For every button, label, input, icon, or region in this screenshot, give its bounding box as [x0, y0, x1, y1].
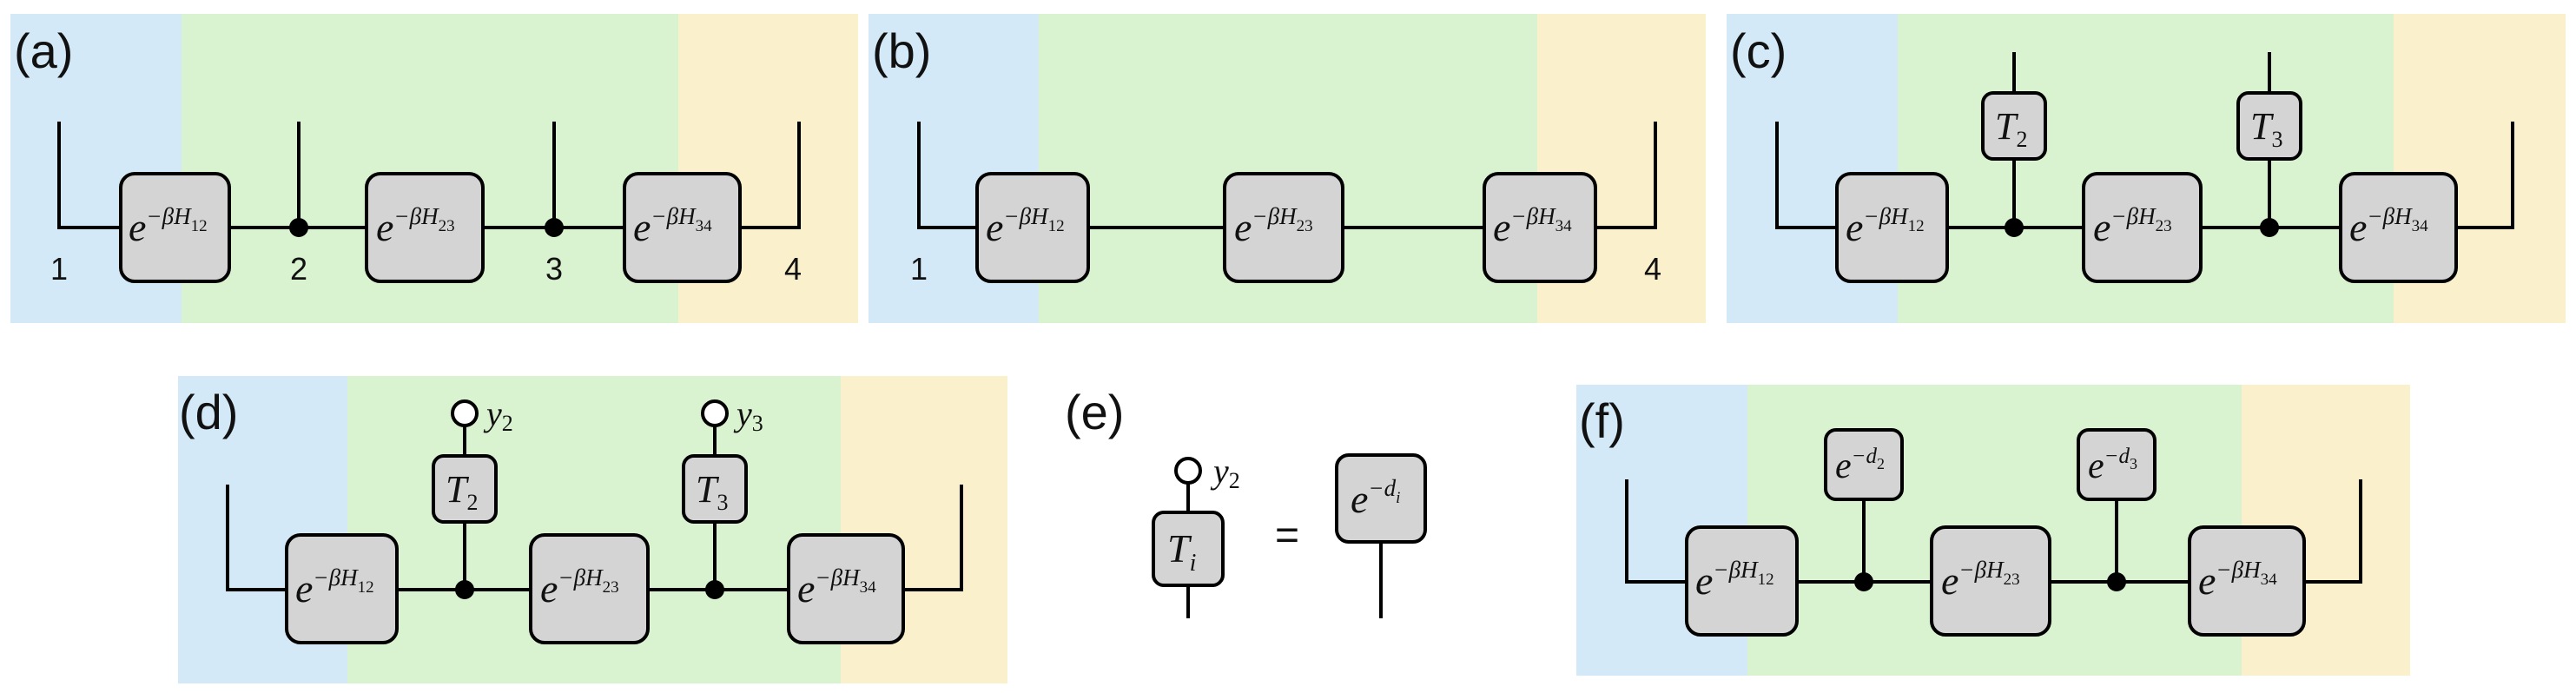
gate-h34: e−βH34: [2188, 525, 2306, 637]
observation-label: y2: [1210, 452, 1240, 493]
svg-text:e−βH23: e−βH23: [1234, 203, 1313, 249]
site-2-vertex: [1854, 572, 1873, 591]
observation-2-label: y2: [483, 394, 513, 436]
panel-c: (c) T2 T3 e−βH12 e−βH23 e−βH34: [1727, 14, 2566, 323]
panel-label: (a): [14, 23, 73, 78]
svg-text:e−βH12: e−βH12: [1695, 557, 1774, 603]
observation-3-node: [701, 399, 729, 427]
gate-h12: e−βH12: [285, 533, 399, 644]
svg-text:e−βH34: e−βH34: [633, 203, 712, 249]
site-3-vertex: [545, 218, 564, 237]
vertex-box-d3: e−d3: [2077, 428, 2157, 501]
gate-h12: e−βH12: [119, 172, 231, 283]
panel-label: (b): [872, 23, 931, 78]
site-2-vertex: [289, 218, 308, 237]
svg-text:e−βH34: e−βH34: [2349, 203, 2428, 249]
gate-h23: e−βH23: [1223, 172, 1344, 283]
svg-text:e−βH12: e−βH12: [295, 564, 374, 610]
svg-text:e−βH34: e−βH34: [797, 564, 876, 610]
panel-label: (c): [1730, 23, 1787, 78]
site-3-vertex: [2260, 218, 2279, 237]
site-2-vertex: [2005, 218, 2024, 237]
site-number: 4: [1644, 251, 1661, 287]
svg-text:e−βH23: e−βH23: [1941, 557, 2020, 603]
observation-3-label: y3: [733, 394, 763, 436]
tensor-t2: T2: [432, 454, 498, 524]
svg-text:e−d3: e−d3: [2088, 445, 2137, 486]
svg-text:e−βH12: e−βH12: [1846, 203, 1925, 249]
svg-text:T3: T3: [2250, 105, 2282, 152]
site-3-vertex: [2107, 572, 2126, 591]
panel-a: (a) e−βH12 e−βH23 e−βH34 1 2 3 4: [10, 14, 858, 323]
gate-h12: e−βH12: [1835, 172, 1949, 283]
svg-text:T2: T2: [446, 468, 478, 515]
observation-node: [1174, 457, 1202, 485]
gate-h23: e−βH23: [1930, 525, 2051, 637]
tensor-t3: T3: [2236, 91, 2302, 161]
svg-text:e−d2: e−d2: [1835, 445, 1885, 486]
site-number: 1: [910, 251, 928, 287]
vertex-box-d2: e−d2: [1824, 428, 1904, 501]
svg-text:T2: T2: [1995, 105, 2027, 152]
observation-2-node: [451, 399, 479, 427]
panel-label: (e): [1065, 385, 1124, 439]
panel-f: (f) e−d2 e−d3 e−βH12 e−βH23 e−βH34: [1576, 385, 2410, 676]
panel-e: (e) y2 Ti = e−di: [1065, 385, 1427, 618]
svg-text:e−βH23: e−βH23: [376, 203, 455, 249]
gate-h12: e−βH12: [1685, 525, 1799, 637]
gate-h12: e−βH12: [975, 172, 1090, 283]
tensor-t3: T3: [682, 454, 748, 524]
site-number: 2: [290, 251, 307, 287]
svg-text:Ti: Ti: [1167, 526, 1196, 577]
panel-d: (d) y2 y3 T2 T3 e−βH12 e−βH23 e−βH34: [178, 376, 1007, 683]
gate-h23: e−βH23: [365, 172, 485, 283]
site-2-vertex: [455, 580, 474, 599]
svg-text:e−βH34: e−βH34: [2198, 557, 2277, 603]
result-box: e−di: [1335, 453, 1427, 544]
equals-sign: =: [1275, 512, 1299, 558]
panel-b: (b) e−βH12 e−βH23 e−βH34 1 4: [869, 14, 1706, 323]
gate-h34: e−βH34: [787, 533, 905, 644]
svg-text:e−βH12: e−βH12: [986, 203, 1065, 249]
svg-text:e−βH34: e−βH34: [1493, 203, 1572, 249]
svg-text:e−βH23: e−βH23: [2093, 203, 2172, 249]
gate-h23: e−βH23: [2082, 172, 2203, 283]
site-number: 1: [50, 251, 68, 287]
site-number: 3: [545, 251, 563, 287]
gate-h23: e−βH23: [529, 533, 650, 644]
site-3-vertex: [705, 580, 724, 599]
svg-text:e−βH12: e−βH12: [129, 203, 208, 249]
gate-h34: e−βH34: [2339, 172, 2458, 283]
svg-text:T3: T3: [696, 468, 728, 515]
panel-label: (d): [179, 385, 238, 439]
panel-label: (f): [1579, 393, 1625, 448]
gate-h34: e−βH34: [1483, 172, 1597, 283]
gate-h34: e−βH34: [623, 172, 742, 283]
svg-text:e−di: e−di: [1351, 475, 1400, 521]
tensor-ti: Ti: [1152, 511, 1225, 587]
tensor-t2: T2: [1981, 91, 2047, 161]
svg-text:e−βH23: e−βH23: [540, 564, 619, 610]
site-number: 4: [784, 251, 802, 287]
